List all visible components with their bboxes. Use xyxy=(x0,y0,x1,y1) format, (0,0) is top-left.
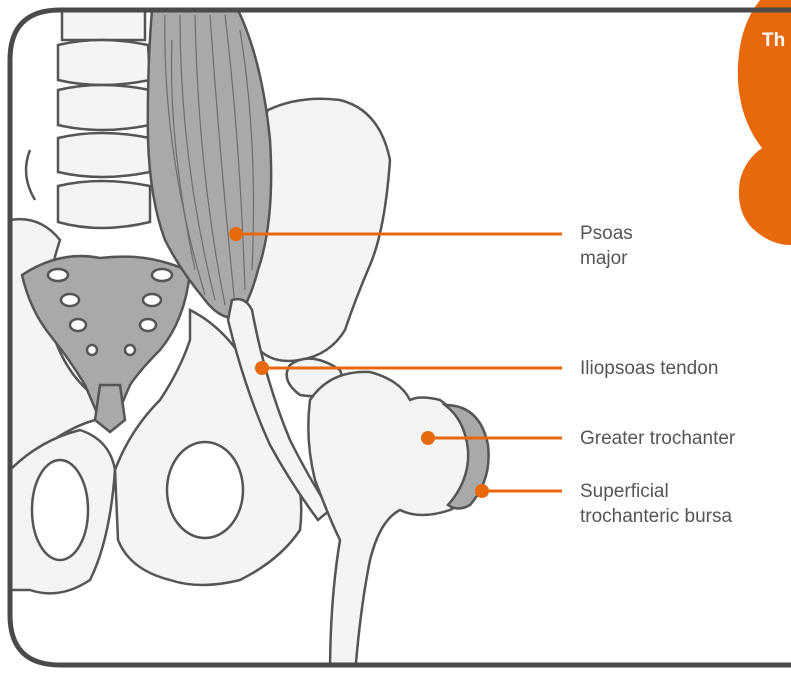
superficial-bursa-marker xyxy=(475,484,489,498)
superficial-bursa-label-line1: Superficial xyxy=(580,479,732,504)
iliopsoas-tendon-marker xyxy=(255,361,269,375)
lumbar-spine xyxy=(26,10,150,228)
psoas-major-label-line2: major xyxy=(580,246,633,271)
callout-text: Th xyxy=(762,30,785,52)
psoas-major-marker xyxy=(229,227,243,241)
greater-trochanter-marker xyxy=(421,431,435,445)
superficial-bursa-label: Superficial trochanteric bursa xyxy=(580,479,732,529)
psoas-major-label-line1: Psoas xyxy=(580,221,633,246)
psoas-major-label: Psoas major xyxy=(580,221,633,271)
superficial-bursa-label-line2: trochanteric bursa xyxy=(580,504,732,529)
greater-trochanter-label: Greater trochanter xyxy=(580,426,735,451)
iliopsoas-tendon-label: Iliopsoas tendon xyxy=(580,356,718,381)
